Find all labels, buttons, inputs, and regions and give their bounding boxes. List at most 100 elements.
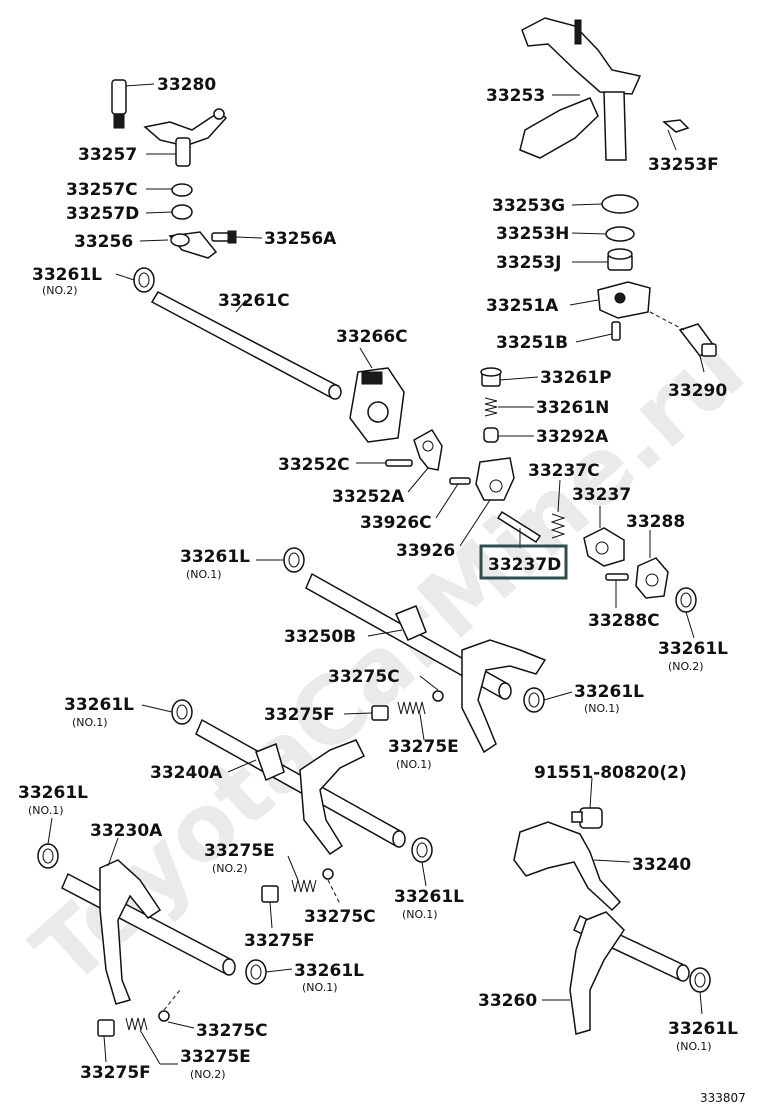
label-33288[interactable]: 33288 — [626, 512, 685, 532]
label-33237C[interactable]: 33237C — [528, 461, 600, 481]
part-33261L-bushing-9 — [689, 967, 711, 993]
part-33261L-bushing-5 — [171, 699, 193, 725]
label-33237D-highlighted[interactable]: 33237D — [488, 555, 561, 575]
part-33252C-drawing — [385, 459, 413, 467]
part-33292A-drawing — [483, 427, 499, 443]
label-33253J[interactable]: 33253J — [496, 253, 561, 273]
part-33257C-drawing — [171, 183, 193, 197]
part-33275E-spring-2 — [291, 879, 317, 893]
label-33290[interactable]: 33290 — [668, 381, 727, 401]
label-33261L-3-sub: (NO.2) — [668, 660, 704, 673]
label-91551-bolt[interactable]: 91551-80820(2) — [534, 763, 687, 783]
part-33237C-spring — [550, 513, 566, 539]
part-33251A-drawing — [597, 281, 651, 319]
part-33260-shaft-fork — [569, 911, 690, 1035]
label-33252A[interactable]: 33252A — [332, 487, 405, 507]
part-33253H-drawing — [605, 226, 635, 242]
part-33261L-bushing-1 — [133, 267, 155, 293]
label-33252C[interactable]: 33252C — [278, 455, 350, 475]
label-33260[interactable]: 33260 — [478, 991, 537, 1011]
label-33261L-7[interactable]: 33261L — [394, 887, 464, 907]
label-33275F-2[interactable]: 33275F — [244, 931, 315, 951]
label-33275C-3[interactable]: 33275C — [196, 1021, 268, 1041]
part-33256A-drawing — [211, 230, 237, 244]
part-33290-drawing — [649, 311, 717, 358]
label-33261L-6-sub: (NO.1) — [28, 804, 64, 817]
part-33257D-drawing — [171, 204, 193, 220]
label-33275E-1[interactable]: 33275E — [388, 737, 459, 757]
label-33253F[interactable]: 33253F — [648, 155, 719, 175]
part-33256-drawing — [168, 231, 218, 259]
label-33261L-6[interactable]: 33261L — [18, 783, 88, 803]
label-33275C-1[interactable]: 33275C — [328, 667, 400, 687]
highlight-box-33237D — [479, 544, 568, 580]
part-33261C-shaft — [150, 291, 342, 400]
part-33275C-ball-2 — [322, 868, 334, 880]
part-33275F-plug-2 — [261, 885, 279, 903]
part-33261N-spring — [484, 397, 498, 417]
label-33253G[interactable]: 33253G — [492, 196, 565, 216]
label-33253H[interactable]: 33253H — [496, 224, 569, 244]
label-33261L-4-sub: (NO.1) — [584, 702, 620, 715]
part-33251B-drawing — [611, 321, 621, 341]
label-33261L-5[interactable]: 33261L — [64, 695, 134, 715]
part-33253-drawing — [519, 17, 642, 161]
label-33261L-2[interactable]: 33261L — [180, 547, 250, 567]
label-33257C[interactable]: 33257C — [66, 180, 138, 200]
part-33926C-drawing — [449, 477, 471, 485]
label-33257[interactable]: 33257 — [78, 145, 137, 165]
figure-number: 333807 — [700, 1091, 746, 1105]
part-33253G-drawing — [601, 194, 639, 214]
label-33261L-1-sub: (NO.2) — [42, 284, 78, 297]
part-33240-lever — [513, 821, 622, 912]
label-33261L-9[interactable]: 33261L — [668, 1019, 738, 1039]
label-33261L-8-sub: (NO.1) — [302, 981, 338, 994]
label-33275E-3-sub: (NO.2) — [190, 1068, 226, 1081]
label-33275E-1-sub: (NO.1) — [396, 758, 432, 771]
label-33261N[interactable]: 33261N — [536, 398, 609, 418]
label-33251B[interactable]: 33251B — [496, 333, 568, 353]
label-33257D[interactable]: 33257D — [66, 204, 139, 224]
label-33261L-4[interactable]: 33261L — [574, 682, 644, 702]
part-33261L-bushing-7 — [37, 843, 59, 869]
label-33261L-9-sub: (NO.1) — [676, 1040, 712, 1053]
label-33261L-5-sub: (NO.1) — [72, 716, 108, 729]
label-33250B[interactable]: 33250B — [284, 627, 356, 647]
label-33292A[interactable]: 33292A — [536, 427, 609, 447]
label-33261L-8[interactable]: 33261L — [294, 961, 364, 981]
part-33261L-bushing-3 — [675, 587, 697, 613]
label-33275E-2[interactable]: 33275E — [204, 841, 275, 861]
part-33257-drawing — [143, 108, 228, 167]
label-33261L-3[interactable]: 33261L — [658, 639, 728, 659]
label-33926[interactable]: 33926 — [396, 541, 455, 561]
label-33240[interactable]: 33240 — [632, 855, 691, 875]
part-33288C-drawing — [605, 573, 629, 581]
label-33251A[interactable]: 33251A — [486, 296, 559, 316]
label-33275F-3[interactable]: 33275F — [80, 1063, 151, 1083]
label-33240A[interactable]: 33240A — [150, 763, 223, 783]
part-33280-drawing — [111, 79, 127, 129]
part-33230A-shaft-fork — [61, 859, 236, 1005]
part-33261L-bushing-4 — [523, 687, 545, 713]
label-33275E-3[interactable]: 33275E — [180, 1047, 251, 1067]
label-33288C[interactable]: 33288C — [588, 611, 660, 631]
label-33230A[interactable]: 33230A — [90, 821, 163, 841]
label-33275C-2[interactable]: 33275C — [304, 907, 376, 927]
label-33256A[interactable]: 33256A — [264, 229, 337, 249]
part-33261L-bushing-6 — [411, 837, 433, 863]
label-33261L-1[interactable]: 33261L — [32, 265, 102, 285]
label-33261C[interactable]: 33261C — [218, 291, 290, 311]
label-33926C[interactable]: 33926C — [360, 513, 432, 533]
part-33261L-bushing-2 — [283, 547, 305, 573]
label-33253[interactable]: 33253 — [486, 86, 545, 106]
label-33275F-1[interactable]: 33275F — [264, 705, 335, 725]
label-33280[interactable]: 33280 — [157, 75, 216, 95]
label-33261L-2-sub: (NO.1) — [186, 568, 222, 581]
label-33261P[interactable]: 33261P — [540, 368, 612, 388]
label-33256[interactable]: 33256 — [74, 232, 133, 252]
part-33275E-spring-3 — [125, 1017, 148, 1031]
label-33237[interactable]: 33237 — [572, 485, 631, 505]
label-33266C[interactable]: 33266C — [336, 327, 408, 347]
